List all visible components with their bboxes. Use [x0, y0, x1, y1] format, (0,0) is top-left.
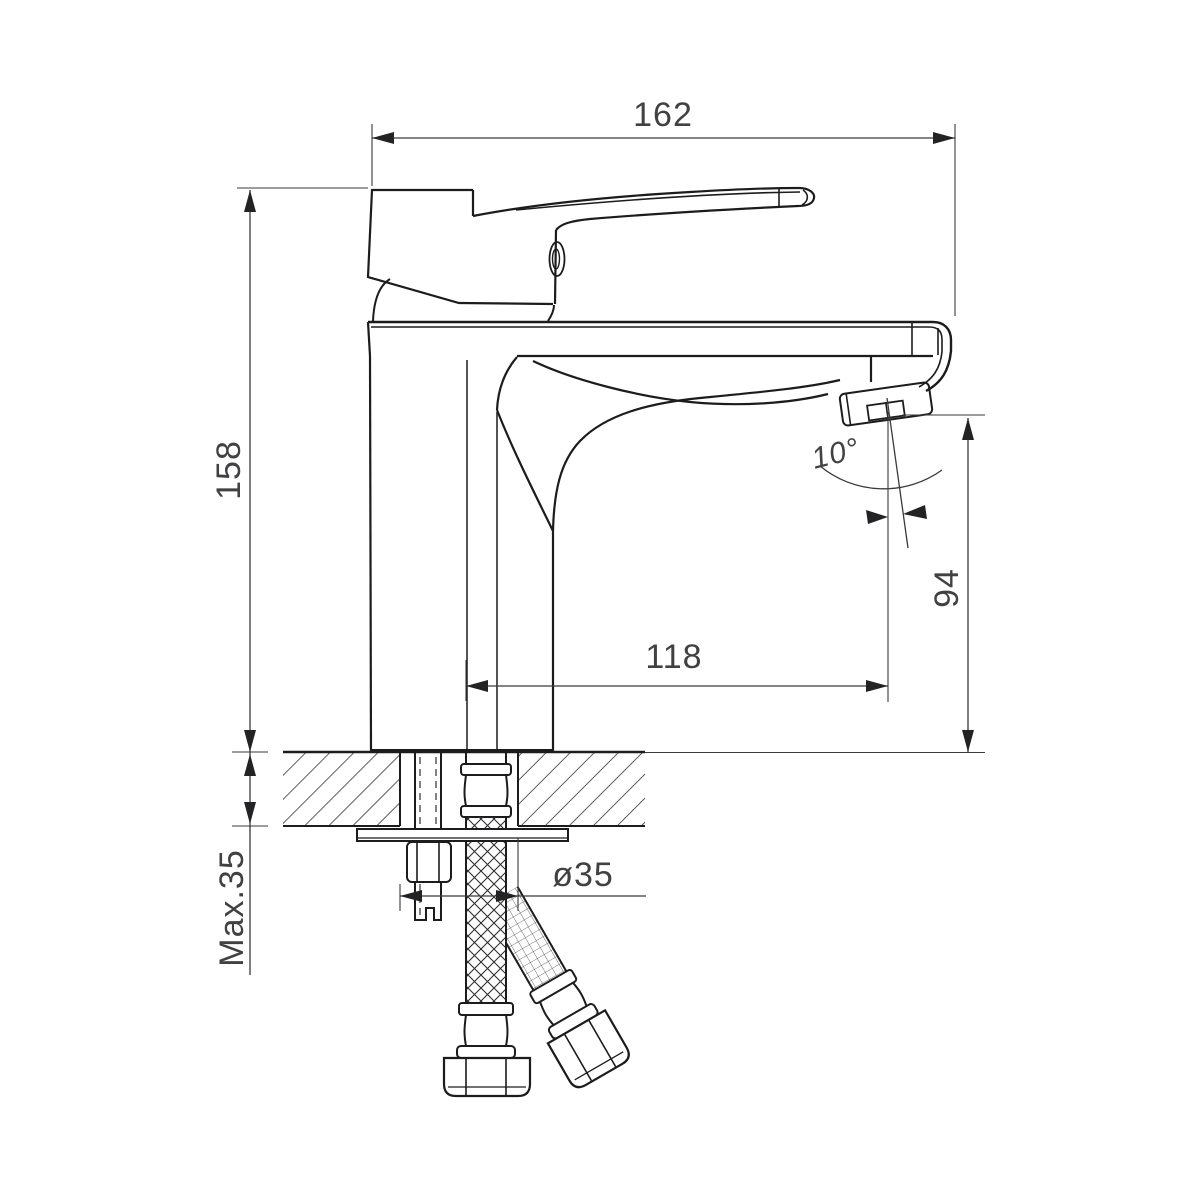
dimension-overall-length-162: 162: [371, 96, 956, 316]
arrowhead: [866, 680, 888, 692]
dim-max35-label: Max.35: [213, 849, 251, 967]
arrowhead: [962, 730, 974, 752]
mounting-deck-section: [283, 750, 645, 827]
hose-hex-nut: [442, 1056, 532, 1098]
arrowhead: [244, 190, 256, 212]
dim-162-label: 162: [633, 96, 693, 134]
spout-silhouette-curve: [551, 378, 841, 532]
dimension-outlet-height-94: 94: [645, 414, 985, 754]
dim-94-label: 94: [928, 568, 966, 608]
deck-hatch-right: [518, 753, 645, 825]
arrowhead: [244, 754, 256, 776]
angled-hose-hex-nut: [546, 1008, 630, 1089]
dim-158-label: 158: [210, 440, 248, 500]
hose-grid-texture: [507, 886, 567, 991]
threaded-stud: [414, 752, 442, 841]
arrowhead: [400, 890, 422, 902]
dim-dia35-label: ø35: [552, 856, 614, 894]
spout-underside-curve: [532, 360, 829, 406]
lever-handle: [366, 186, 816, 322]
aerator: [838, 381, 934, 427]
dimension-spout-reach-118: 118: [465, 412, 889, 702]
cartridge-cap-detail: [548, 241, 566, 277]
spout-with-aerator: [366, 320, 953, 532]
dim-118-label: 118: [645, 638, 702, 676]
dimension-hole-diameter-35: ø35: [399, 838, 646, 911]
arrowhead: [903, 505, 927, 519]
deck-hatch-left: [283, 753, 400, 825]
arrowhead: [244, 730, 256, 752]
arrowhead: [244, 802, 256, 824]
angle-arc: [819, 465, 943, 490]
horseshoe-washer-plate: [356, 828, 569, 842]
arrowhead: [496, 890, 518, 902]
arrowhead: [866, 510, 888, 524]
handle-boss: [366, 188, 554, 306]
dimension-max-deck-thickness: Max.35: [213, 752, 268, 975]
mounting-nut-on-stud: [406, 841, 452, 921]
hose-braid-texture: [466, 817, 506, 1003]
flexible-supply-hose-angled: [507, 886, 630, 1089]
arrowhead: [962, 418, 974, 440]
flexible-supply-hose-straight: [442, 752, 532, 1098]
angle-10-label: 10°: [808, 432, 863, 476]
stud-end-with-slot: [414, 882, 442, 921]
dimension-overall-height-158: 158: [210, 187, 368, 753]
arrowhead: [466, 680, 488, 692]
arrowhead: [372, 132, 394, 144]
arrowhead: [933, 132, 955, 144]
angled-stream-line: [886, 397, 909, 549]
lever-blade: [472, 186, 816, 231]
mixer-body-column: [368, 355, 555, 753]
